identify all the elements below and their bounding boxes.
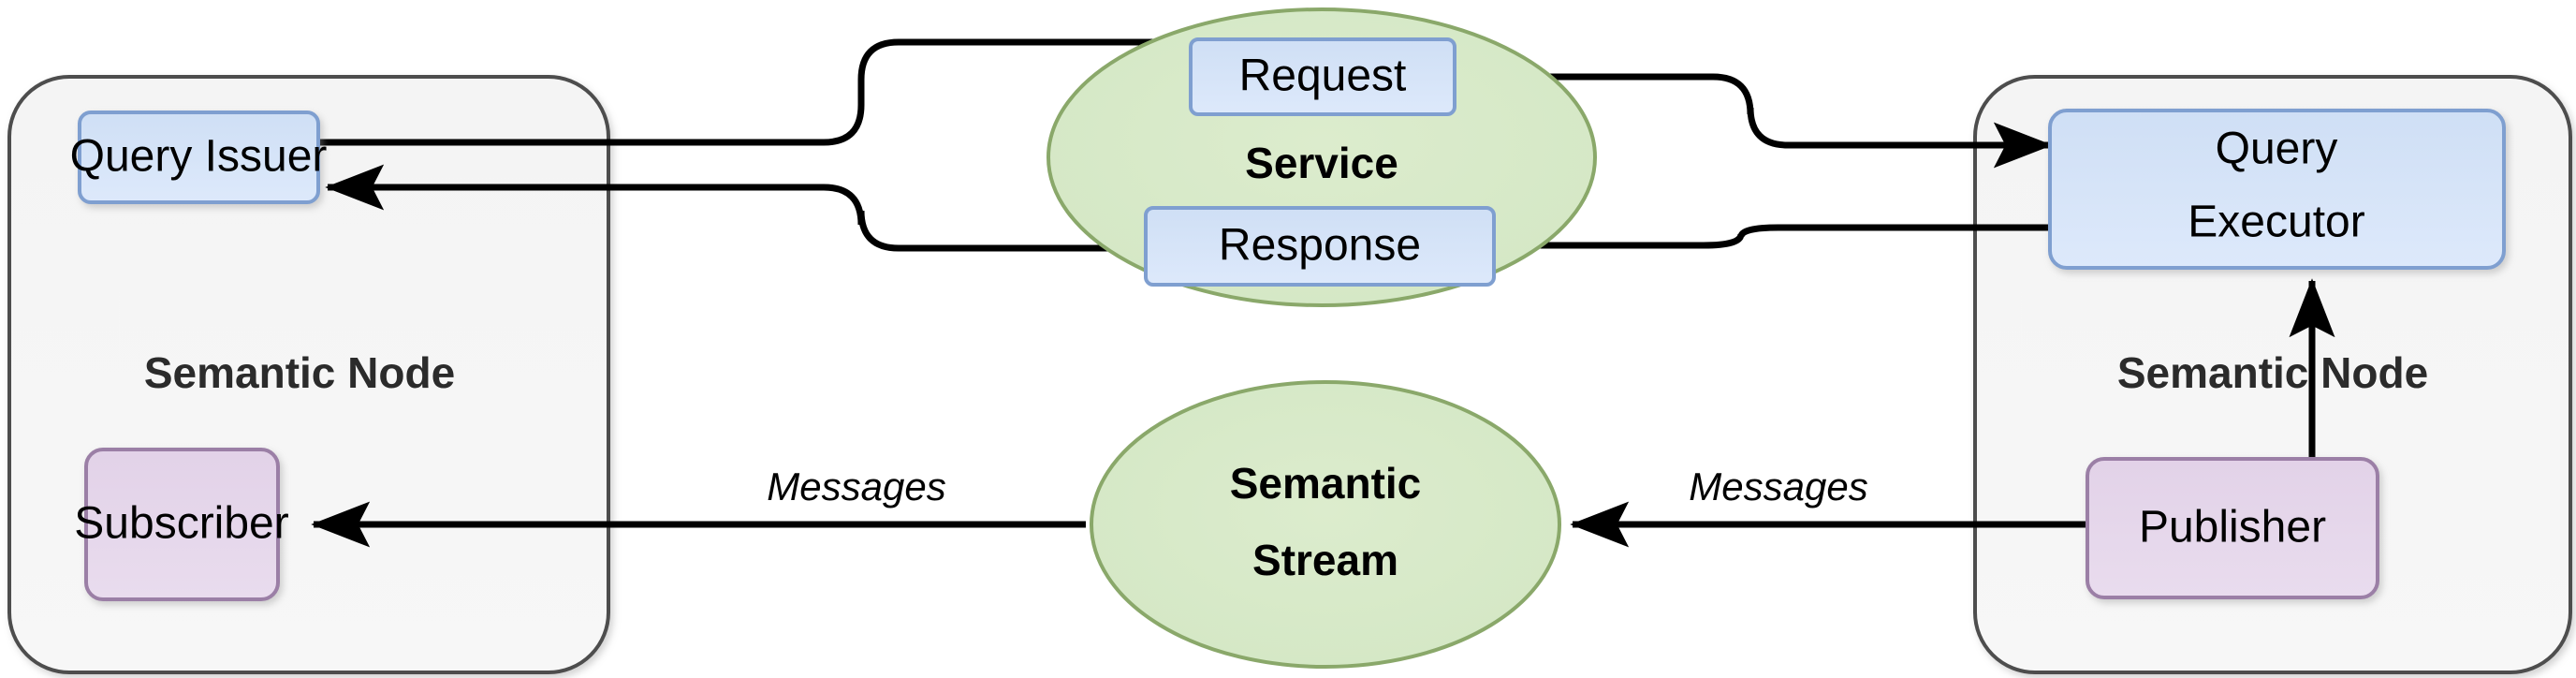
edge-response-path-right [1498, 224, 2050, 249]
edge-response-path-left [325, 164, 1149, 252]
semantic-stream-ellipse-shape [1090, 380, 1561, 669]
semantic-node-right-label: Semantic Node [2117, 348, 2428, 397]
request-tag[interactable]: Request [1189, 37, 1456, 116]
query-executor-label-line2: Executor [2188, 198, 2364, 247]
response-tag-label: Response [1219, 221, 1421, 271]
response-tag-box [1144, 206, 1496, 287]
publisher-label: Publisher [2139, 503, 2326, 553]
query-issuer-box[interactable]: Query Issuer [70, 111, 328, 204]
query-issuer-rect [78, 111, 320, 204]
edge-request-path-right [1423, 73, 2053, 169]
subscriber-label: Subscriber [74, 499, 288, 549]
publisher-rect [2086, 457, 2379, 599]
service-label: Service [1245, 139, 1398, 187]
response-tag[interactable]: Response [1144, 206, 1496, 287]
semantic-node-left-label: Semantic Node [144, 348, 455, 397]
query-issuer-label: Query Issuer [70, 132, 328, 182]
edge-response [325, 164, 2050, 252]
subscriber-rect [84, 448, 280, 601]
messages-left-label: Messages [767, 464, 945, 508]
request-tag-box [1189, 37, 1456, 116]
semantic-stream-label-line2: Stream [1252, 536, 1398, 584]
query-executor-rect [2048, 109, 2506, 270]
messages-right-label: Messages [1689, 464, 1867, 508]
semantic-stream-label-line1: Semantic [1230, 459, 1422, 508]
publisher-box[interactable]: Publisher [2086, 457, 2379, 599]
query-executor-label-line1: Query [2216, 125, 2338, 174]
request-tag-label: Request [1239, 52, 1407, 101]
edge-request-path-left [300, 38, 1217, 146]
edge-request [300, 38, 2053, 169]
subscriber-box[interactable]: Subscriber [74, 448, 289, 601]
query-executor-box[interactable]: Query Executor [2048, 109, 2506, 270]
semantic-stream-ellipse[interactable]: Semantic Stream [1090, 380, 1561, 669]
